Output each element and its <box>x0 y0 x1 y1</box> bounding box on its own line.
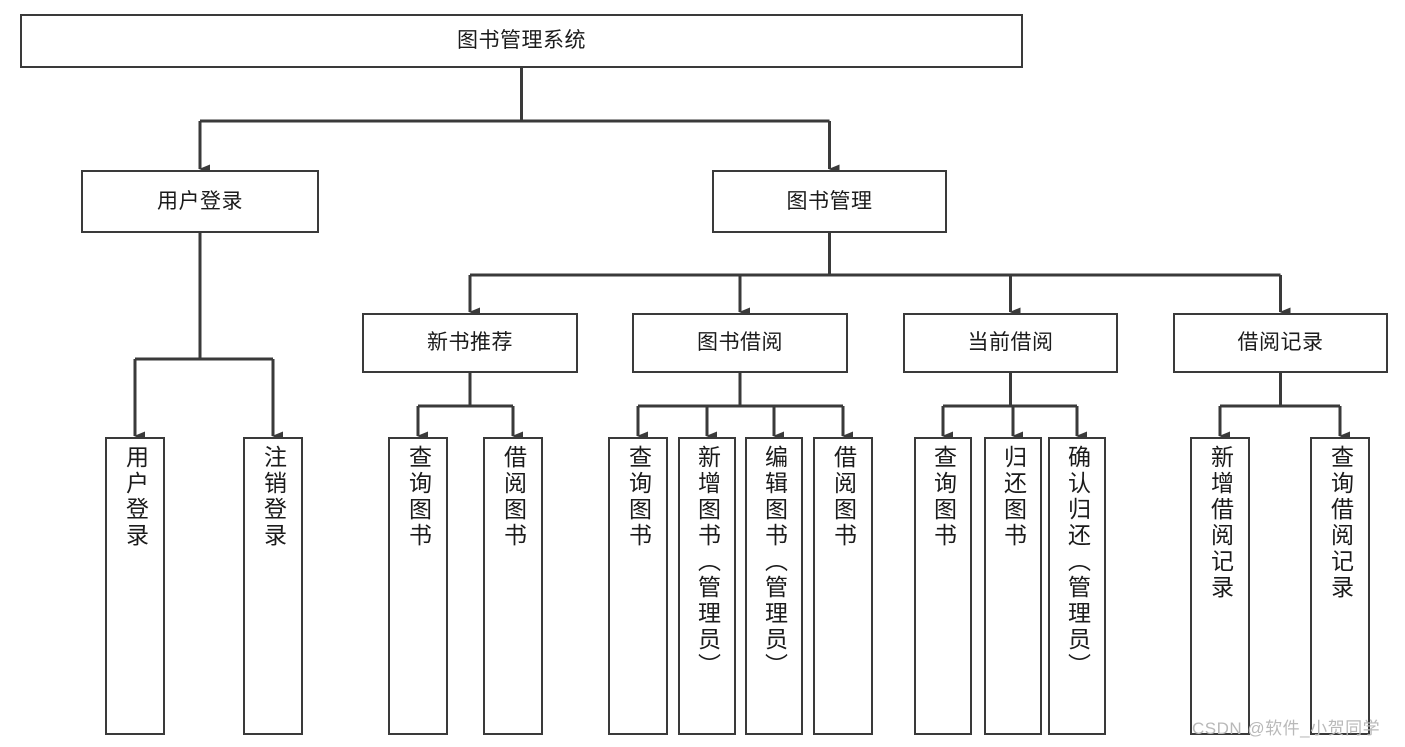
node-leaf-query-borrow-record[interactable]: 查询借阅记录 <box>1310 437 1370 735</box>
node-leaf-query-book-rec[interactable]: 查询图书 <box>388 437 448 735</box>
node-root-图书管理系统[interactable]: 图书管理系统 <box>20 14 1023 68</box>
node-label: 图书管理 <box>786 189 873 213</box>
node-label: 借阅图书 <box>830 445 857 549</box>
node-user-login[interactable]: 用户登录 <box>81 170 319 233</box>
node-new-book-recommend[interactable]: 新书推荐 <box>362 313 578 373</box>
node-label: 查询图书 <box>930 445 957 549</box>
node-label: 用户登录 <box>122 445 149 549</box>
node-leaf-query-book-current[interactable]: 查询图书 <box>914 437 972 735</box>
node-label: 借阅记录 <box>1237 331 1324 355</box>
node-label: 归还图书 <box>1000 445 1027 549</box>
node-book-manage[interactable]: 图书管理 <box>712 170 947 233</box>
node-leaf-return-book[interactable]: 归还图书 <box>984 437 1042 735</box>
node-book-borrow[interactable]: 图书借阅 <box>632 313 848 373</box>
node-label: 新增图书（管理员） <box>694 445 721 679</box>
node-label: 图书管理系统 <box>457 29 586 53</box>
csdn-watermark: CSDN @软件_小贺同学 <box>1192 719 1381 738</box>
node-label: 注销登录 <box>260 445 287 549</box>
node-leaf-user-login[interactable]: 用户登录 <box>105 437 165 735</box>
node-label: 当前借阅 <box>967 331 1054 355</box>
node-leaf-query-book-borrow[interactable]: 查询图书 <box>608 437 668 735</box>
node-leaf-confirm-return-admin[interactable]: 确认归还（管理员） <box>1048 437 1106 735</box>
node-label: 编辑图书（管理员） <box>761 445 788 679</box>
node-label: 新书推荐 <box>427 331 513 355</box>
node-leaf-borrow-book[interactable]: 借阅图书 <box>813 437 873 735</box>
node-label: 确认归还（管理员） <box>1064 445 1091 679</box>
node-leaf-edit-book-admin[interactable]: 编辑图书（管理员） <box>745 437 803 735</box>
node-label: 图书借阅 <box>697 331 783 355</box>
node-label: 查询借阅记录 <box>1327 445 1354 601</box>
node-label: 用户登录 <box>157 189 243 213</box>
node-leaf-add-borrow-record[interactable]: 新增借阅记录 <box>1190 437 1250 735</box>
node-leaf-user-logout[interactable]: 注销登录 <box>243 437 303 735</box>
node-label: 借阅图书 <box>500 445 527 549</box>
node-label: 新增借阅记录 <box>1207 445 1234 601</box>
node-label: 查询图书 <box>625 445 652 549</box>
node-label: 查询图书 <box>405 445 432 549</box>
node-leaf-add-book-admin[interactable]: 新增图书（管理员） <box>678 437 736 735</box>
node-current-borrow[interactable]: 当前借阅 <box>903 313 1118 373</box>
node-leaf-borrow-book-rec[interactable]: 借阅图书 <box>483 437 543 735</box>
node-borrow-record[interactable]: 借阅记录 <box>1173 313 1388 373</box>
